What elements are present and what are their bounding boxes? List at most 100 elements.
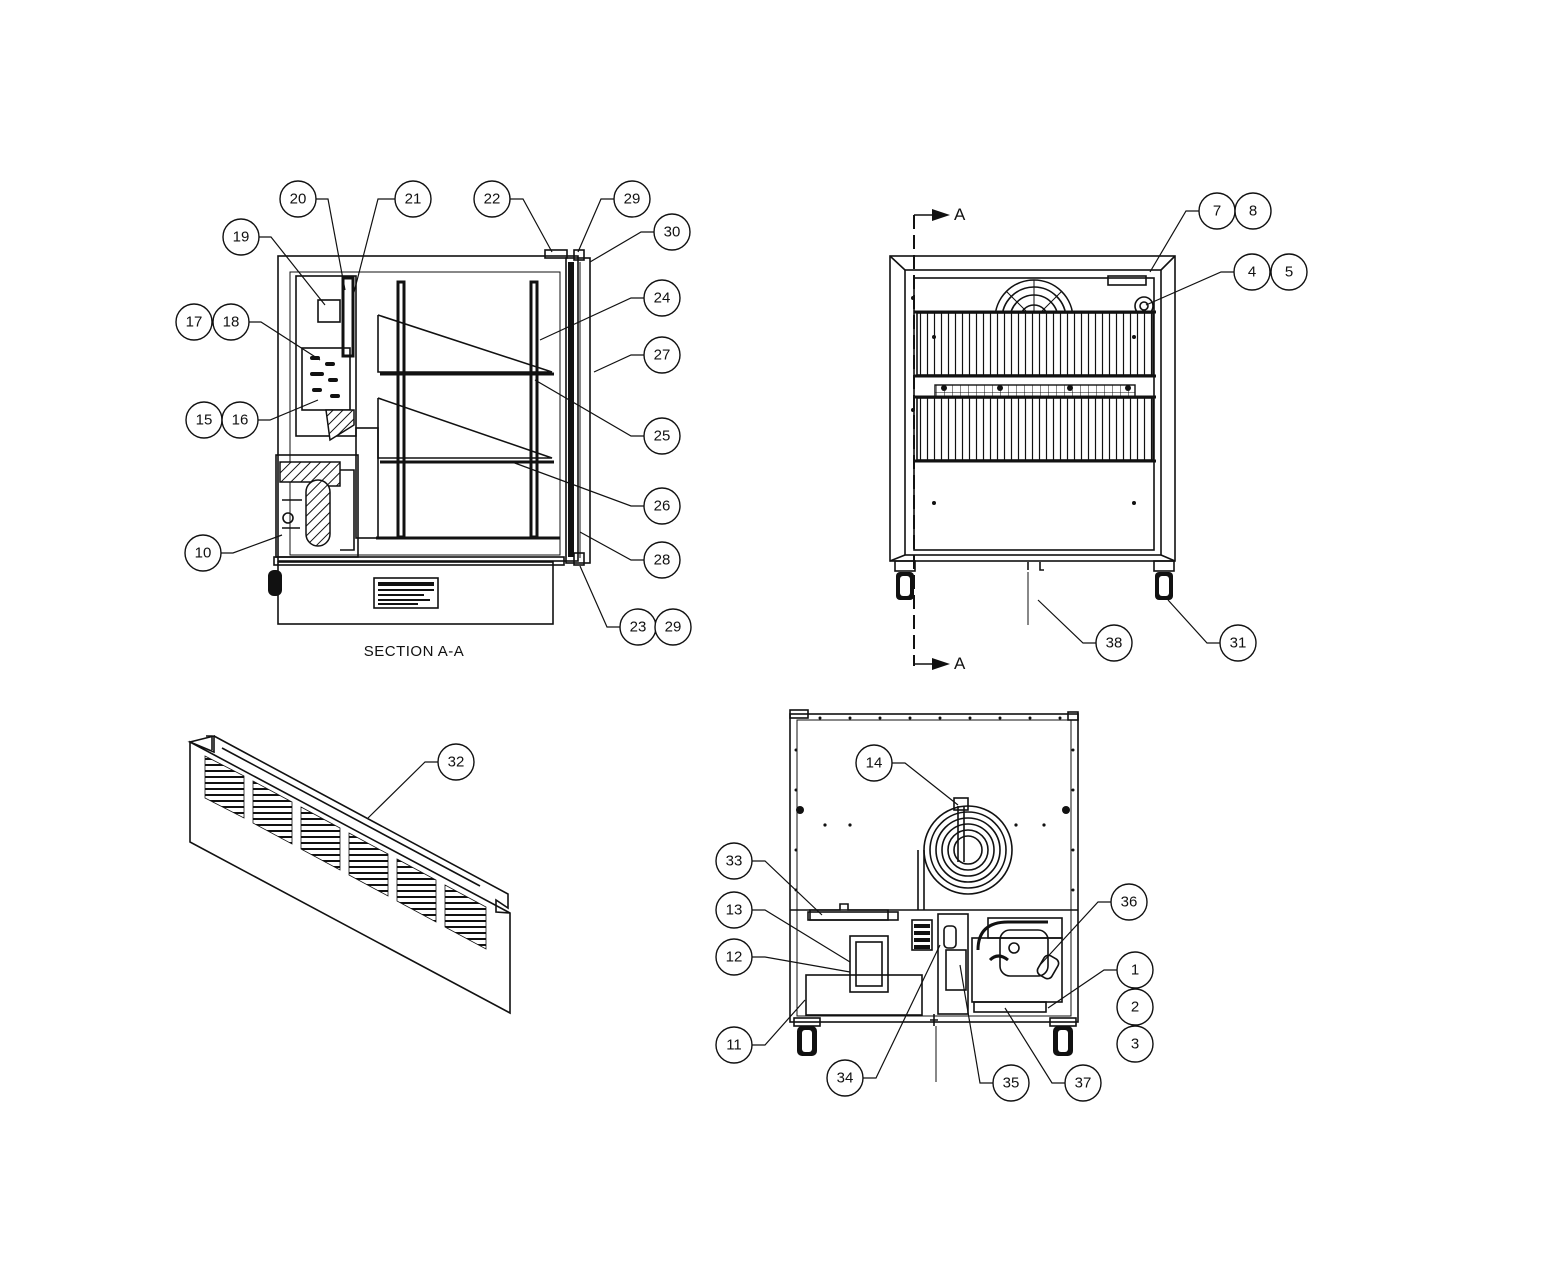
balloon-circle <box>654 608 692 646</box>
balloon-number: 29 <box>624 191 641 208</box>
section-view <box>268 249 591 625</box>
callout-b38: 38 <box>1037 599 1133 662</box>
callout-b12: 12 <box>715 938 851 976</box>
balloon-number: 2 <box>1131 999 1139 1016</box>
balloon-number: 15 <box>196 412 213 429</box>
front-view <box>889 209 1176 670</box>
leader-line <box>511 461 644 507</box>
callout-b35: 35 <box>959 964 1030 1102</box>
callout-b17: 17 <box>175 303 213 341</box>
callout-b16: 16 <box>221 399 319 439</box>
balloon-number: 37 <box>1075 1075 1092 1092</box>
callout-b4: 4 <box>1145 253 1271 306</box>
leader-line <box>589 231 654 263</box>
balloon-circle <box>992 1064 1030 1102</box>
balloon-number: 22 <box>484 191 501 208</box>
balloon-circle <box>643 279 681 317</box>
balloon-circle <box>1095 624 1133 662</box>
balloon-circle <box>643 417 681 455</box>
leader-line <box>1047 969 1117 1009</box>
balloon-number: 14 <box>866 755 883 772</box>
callout-b36: 36 <box>1039 883 1148 966</box>
callout-b29a: 29 <box>577 180 651 253</box>
callout-b2: 2 <box>1116 988 1154 1026</box>
balloon-circle <box>1270 253 1308 291</box>
balloon-circle <box>437 743 475 781</box>
balloon-circle <box>184 534 222 572</box>
callout-b1: 1 <box>1047 951 1154 1009</box>
balloon-number: 31 <box>1230 635 1247 652</box>
leader-line <box>579 565 620 628</box>
balloon-number: 10 <box>195 545 212 562</box>
balloon-circle <box>715 842 753 880</box>
section-caption: SECTION A-A <box>364 643 465 660</box>
grille-louvers <box>204 755 487 950</box>
leader-line <box>1037 599 1096 644</box>
balloon-circle <box>1110 883 1148 921</box>
leader-line <box>1167 599 1220 644</box>
balloon-circle <box>1233 253 1271 291</box>
balloon-number: 38 <box>1106 635 1123 652</box>
callout-b23: 23 <box>579 565 657 646</box>
leader-line <box>249 321 321 361</box>
balloon-circle <box>222 218 260 256</box>
balloon-number: 11 <box>726 1037 742 1054</box>
balloon-circle <box>394 180 432 218</box>
balloon-number: 26 <box>654 498 671 515</box>
callout-b25: 25 <box>534 379 681 455</box>
balloon-number: 28 <box>654 552 671 569</box>
balloon-number: 27 <box>654 347 671 364</box>
leader-line <box>1004 1007 1065 1084</box>
balloon-circle <box>855 744 893 782</box>
callout-b13: 13 <box>715 891 851 963</box>
balloon-number: 25 <box>654 428 671 445</box>
balloon-circle <box>1234 192 1272 230</box>
balloon-number: 34 <box>837 1070 854 1087</box>
callout-b37: 37 <box>1004 1007 1102 1102</box>
callout-b8: 8 <box>1234 192 1272 230</box>
leader-line <box>510 198 553 253</box>
leader-line <box>577 198 614 253</box>
section-marker-bottom: A <box>954 654 966 673</box>
leader-line <box>959 964 993 1084</box>
balloon-number: 19 <box>233 229 250 246</box>
callout-b32: 32 <box>367 743 475 819</box>
callout-b20: 20 <box>279 180 346 291</box>
balloon-number: 3 <box>1131 1036 1139 1053</box>
balloon-number: 32 <box>448 754 465 771</box>
balloon-number: 23 <box>630 619 647 636</box>
balloon-circle <box>643 541 681 579</box>
callout-b31: 31 <box>1167 599 1257 662</box>
callout-b21: 21 <box>351 180 432 301</box>
balloon-number: 5 <box>1285 264 1293 281</box>
balloon-number: 24 <box>654 290 671 307</box>
section-marker-top: A <box>954 205 966 224</box>
balloon-number: 18 <box>223 314 240 331</box>
balloon-circle <box>1064 1064 1102 1102</box>
balloon-circle <box>826 1059 864 1097</box>
balloon-number: 35 <box>1003 1075 1020 1092</box>
leader-line <box>259 236 326 306</box>
leader-line <box>367 761 438 819</box>
leader-line <box>892 762 959 806</box>
balloon-number: 30 <box>664 224 681 241</box>
leader-line <box>258 399 319 421</box>
balloon-number: 8 <box>1249 203 1257 220</box>
balloon-number: 20 <box>290 191 307 208</box>
callout-b30: 30 <box>589 213 691 263</box>
balloon-number: 16 <box>232 412 249 429</box>
balloon-number: 1 <box>1131 962 1139 979</box>
callout-b10: 10 <box>184 534 283 572</box>
grille-panel <box>187 734 511 1015</box>
callout-b26: 26 <box>511 461 681 525</box>
callout-b27: 27 <box>593 336 681 374</box>
leader-line <box>221 534 283 554</box>
balloon-circle <box>1116 1025 1154 1063</box>
leader-line <box>752 909 851 963</box>
leader-line <box>752 999 806 1046</box>
balloon-circle <box>1116 988 1154 1026</box>
balloon-number: 33 <box>726 853 743 870</box>
balloon-number: 21 <box>405 191 422 208</box>
